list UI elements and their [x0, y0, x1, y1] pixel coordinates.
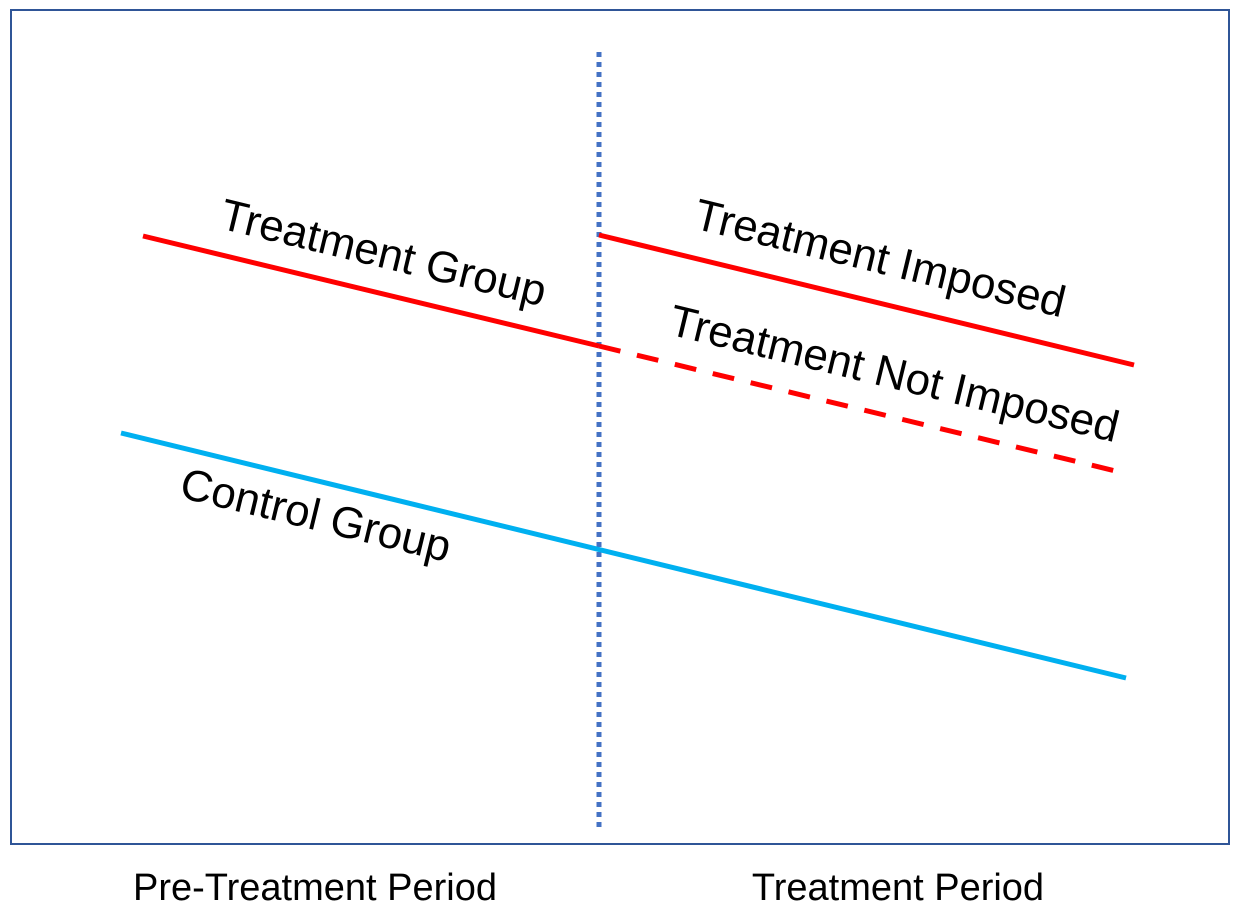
- pre-treatment-period-label: Pre-Treatment Period: [133, 867, 497, 909]
- control-group-line: [120, 430, 1127, 681]
- treatment-group-line: [142, 233, 600, 349]
- treatment-period-label: Treatment Period: [752, 867, 1044, 909]
- diagram-frame: [10, 9, 1230, 845]
- treatment-imposed-line: [598, 232, 1135, 368]
- treatment-not-imposed-line: [598, 343, 1129, 477]
